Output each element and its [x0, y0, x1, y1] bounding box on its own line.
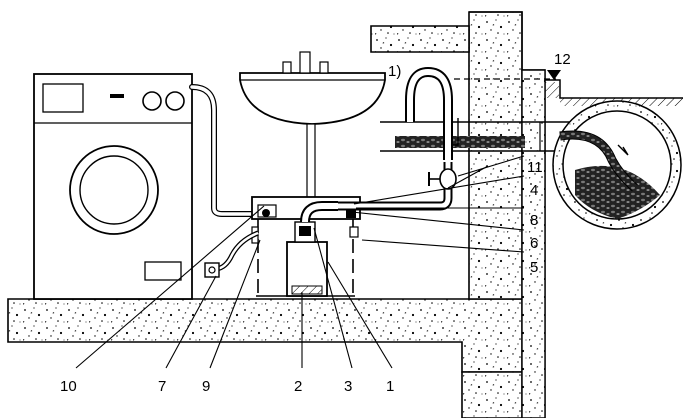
label-8: 8: [530, 212, 538, 229]
label-9: 9: [202, 378, 210, 395]
lifting-unit: [251, 196, 361, 297]
concrete-structure: [7, 11, 683, 418]
label-3: 3: [344, 378, 352, 395]
label-10: 10: [60, 378, 77, 395]
label-4: 4: [530, 182, 538, 199]
washing-machine: [33, 73, 193, 300]
label-2: 2: [294, 378, 302, 395]
power-socket: [204, 262, 220, 278]
label-12: 12: [554, 51, 571, 68]
power-cable: [215, 230, 259, 272]
label-6: 6: [530, 235, 538, 252]
label-7: 7: [158, 378, 166, 395]
labels: 10 7 9 2 3 1 5 6 8 4 11 12 1): [60, 51, 571, 395]
pressure-pipe: [338, 66, 459, 211]
washbasin: [239, 51, 386, 199]
label-11: 11: [527, 159, 543, 176]
washing-machine-hose: [189, 84, 255, 217]
leader-lines: [75, 155, 525, 369]
label-1: 1: [386, 378, 394, 395]
label-5: 5: [530, 259, 538, 276]
main-sewer-circle: [552, 100, 682, 230]
label-footnote-1: 1): [388, 63, 401, 80]
water-level-marker-icon: [547, 70, 561, 80]
gate-valve: [428, 168, 457, 190]
